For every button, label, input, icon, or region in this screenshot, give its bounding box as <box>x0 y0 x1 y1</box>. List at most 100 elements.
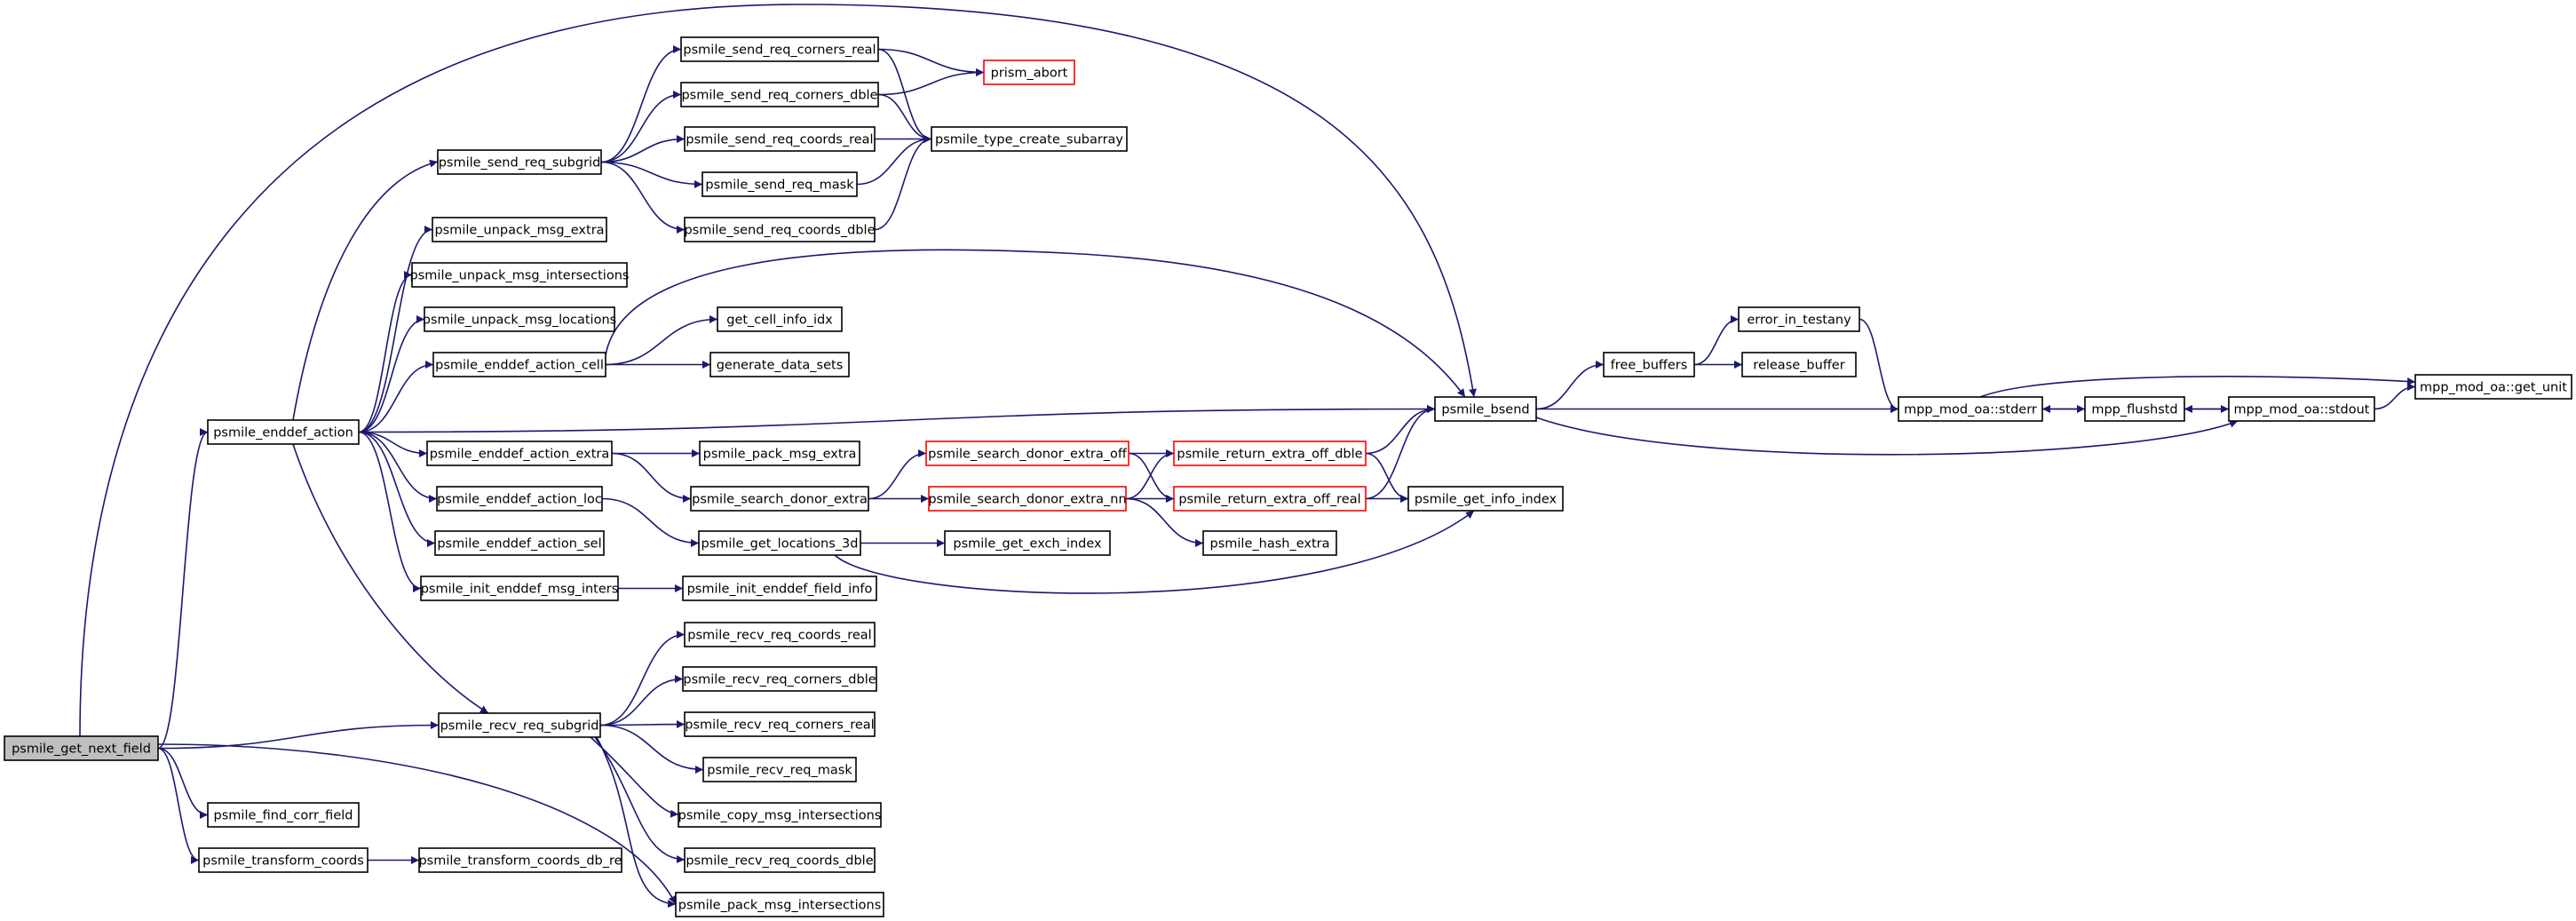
node-unpack-msg-intersections[interactable]: psmile_unpack_msg_intersections <box>410 262 630 288</box>
node-box <box>424 306 615 332</box>
node-box <box>434 530 605 556</box>
node-free-buffers[interactable]: free_buffers <box>1603 352 1695 377</box>
edge-get-next-field-to-find-corr-field <box>157 747 209 819</box>
node-send-req-subgrid[interactable]: psmile_send_req_subgrid <box>437 149 602 175</box>
node-send-req-mask[interactable]: psmile_send_req_mask <box>701 171 858 197</box>
node-label: psmile_recv_req_subgrid <box>440 719 599 734</box>
edge-enddef-action-to-unpack-msg-locations <box>358 315 425 433</box>
node-enddef-action-cell[interactable]: psmile_enddef_action_cell <box>432 352 606 377</box>
node-box <box>1603 352 1695 377</box>
node-send-req-coords-real[interactable]: psmile_send_req_coords_real <box>684 126 876 152</box>
node-enddef-action[interactable]: psmile_enddef_action <box>207 419 360 445</box>
node-enddef-action-extra[interactable]: psmile_enddef_action_extra <box>426 441 613 466</box>
node-label: psmile_search_donor_extra_off <box>928 448 1128 462</box>
edge-search-donor-extra-nn-to-hash-extra <box>1125 497 1204 547</box>
node-enddef-action-loc[interactable]: psmile_enddef_action_loc <box>436 486 603 512</box>
node-pack-msg-extra[interactable]: psmile_pack_msg_extra <box>699 441 860 466</box>
node-label: psmile_enddef_action_sel <box>437 537 601 552</box>
edge-recv-req-subgrid-to-recv-req-corners-real <box>599 720 686 729</box>
node-stderr[interactable]: mpp_mod_oa::stderr <box>1898 396 2043 422</box>
node-label: mpp_mod_oa::get_unit <box>2420 381 2567 395</box>
edge-enddef-action-loc-to-get-locations-3d <box>601 497 700 547</box>
node-get-exch-index[interactable]: psmile_get_exch_index <box>944 530 1111 556</box>
node-box <box>207 419 360 445</box>
node-recv-req-mask[interactable]: psmile_recv_req_mask <box>702 757 857 782</box>
node-transform-coords[interactable]: psmile_transform_coords <box>198 847 369 873</box>
node-unpack-msg-extra[interactable]: psmile_unpack_msg_extra <box>432 217 607 242</box>
node-get-locations-3d[interactable]: psmile_get_locations_3d <box>698 530 861 556</box>
node-bsend[interactable]: psmile_bsend <box>1434 396 1537 422</box>
edge-enddef-action-extra-to-search-donor-extra <box>611 452 692 503</box>
node-transform-coords-db-re[interactable]: psmile_transform_coords_db_re <box>418 847 622 873</box>
node-label: psmile_unpack_msg_locations <box>423 314 616 328</box>
node-hash-extra[interactable]: psmile_hash_extra <box>1202 530 1337 556</box>
node-return-extra-off-dble[interactable]: psmile_return_extra_off_dble <box>1173 441 1367 466</box>
node-get-unit[interactable]: mpp_mod_oa::get_unit <box>2414 374 2572 400</box>
edge-send-req-subgrid-to-send-req-mask <box>600 161 703 188</box>
node-label: mpp_flushstd <box>2091 403 2177 417</box>
node-label: psmile_copy_msg_intersections <box>678 809 882 823</box>
node-search-donor-extra-nn[interactable]: psmile_search_donor_extra_nn <box>928 486 1127 512</box>
node-get-cell-info-idx[interactable]: get_cell_info_idx <box>717 306 843 332</box>
node-get-info-index[interactable]: psmile_get_info_index <box>1407 486 1564 512</box>
edge-send-req-subgrid-to-send-req-corners-dble <box>600 91 682 163</box>
node-recv-req-corners-dble[interactable]: psmile_recv_req_corners_dble <box>682 666 877 692</box>
node-label: psmile_get_exch_index <box>953 537 1102 552</box>
node-recv-req-corners-real[interactable]: psmile_recv_req_corners_real <box>684 711 876 737</box>
node-recv-req-coords-real[interactable]: psmile_recv_req_coords_real <box>684 622 876 647</box>
node-box <box>418 847 622 873</box>
node-release-buffer[interactable]: release_buffer <box>1741 352 1857 377</box>
node-copy-msg-intersections[interactable]: psmile_copy_msg_intersections <box>678 802 882 828</box>
node-type-create-subarray[interactable]: psmile_type_create_subarray <box>931 126 1128 152</box>
node-label: psmile_recv_req_corners_dble <box>683 673 876 687</box>
node-flushstd[interactable]: mpp_flushstd <box>2084 396 2185 422</box>
edge-return-extra-off-real-to-bsend <box>1365 405 1436 500</box>
edge-bsend-to-free-buffers <box>1535 361 1605 410</box>
node-label: psmile_unpack_msg_intersections <box>410 269 630 283</box>
edges <box>79 4 2416 909</box>
node-box <box>682 666 877 692</box>
node-find-corr-field[interactable]: psmile_find_corr_field <box>207 802 360 828</box>
node-stdout[interactable]: mpp_mod_oa::stdout <box>2228 396 2375 422</box>
node-search-donor-extra[interactable]: psmile_search_donor_extra <box>690 486 869 512</box>
edge-return-extra-off-dble-to-bsend <box>1365 405 1436 455</box>
node-send-req-coords-dble[interactable]: psmile_send_req_coords_dble <box>684 217 876 242</box>
node-label: psmile_return_extra_off_dble <box>1177 448 1362 462</box>
edge-recv-req-subgrid-to-recv-req-mask <box>599 724 704 774</box>
node-pack-msg-intersections[interactable]: psmile_pack_msg_intersections <box>675 892 884 917</box>
node-init-enddef-msg-inters[interactable]: psmile_init_enddef_msg_inters <box>420 576 619 601</box>
node-box <box>684 217 876 242</box>
node-box <box>680 82 879 107</box>
node-label: generate_data_sets <box>717 359 844 373</box>
node-box <box>690 486 869 512</box>
edge-send-req-subgrid-to-send-req-coords-real <box>600 135 686 163</box>
nodes: psmile_get_next_field psmile_enddef_actio… <box>4 36 2572 917</box>
edge-enddef-action-to-send-req-subgrid <box>292 159 439 421</box>
node-get-next-field[interactable]: psmile_get_next_field <box>4 735 159 761</box>
node-init-enddef-field-info[interactable]: psmile_init_enddef_field_info <box>682 576 877 601</box>
edge-send-req-corners-real-to-prism-abort <box>877 48 985 76</box>
node-box <box>684 847 876 873</box>
node-return-extra-off-real[interactable]: psmile_return_extra_off_real <box>1173 486 1367 512</box>
node-box <box>675 892 884 917</box>
node-box <box>426 441 613 466</box>
node-enddef-action-sel[interactable]: psmile_enddef_action_sel <box>434 530 605 556</box>
node-recv-req-coords-dble[interactable]: psmile_recv_req_coords_dble <box>684 847 876 873</box>
edge-send-req-mask-to-type-create-subarray <box>856 135 932 186</box>
edge-send-req-corners-dble-to-prism-abort <box>877 68 985 96</box>
edge-get-next-field-to-enddef-action <box>157 428 209 750</box>
node-label: psmile_find_corr_field <box>214 809 353 823</box>
node-box <box>1434 396 1537 422</box>
node-search-donor-extra-off[interactable]: psmile_search_donor_extra_off <box>925 441 1129 466</box>
edge-return-extra-off-dble-to-get-info-index <box>1365 452 1409 503</box>
node-send-req-corners-real[interactable]: psmile_send_req_corners_real <box>680 36 879 62</box>
node-generate-data-sets[interactable]: generate_data_sets <box>709 352 850 377</box>
node-unpack-msg-locations[interactable]: psmile_unpack_msg_locations <box>423 306 616 332</box>
node-send-req-corners-dble[interactable]: psmile_send_req_corners_dble <box>680 82 879 107</box>
node-box <box>420 576 619 601</box>
node-recv-req-subgrid[interactable]: psmile_recv_req_subgrid <box>438 712 601 738</box>
node-label: psmile_unpack_msg_extra <box>434 224 604 238</box>
node-prism-abort[interactable]: prism_abort <box>983 60 1075 85</box>
node-label: psmile_recv_req_coords_real <box>687 629 871 643</box>
node-error-in-testany[interactable]: error_in_testany <box>1738 306 1860 332</box>
